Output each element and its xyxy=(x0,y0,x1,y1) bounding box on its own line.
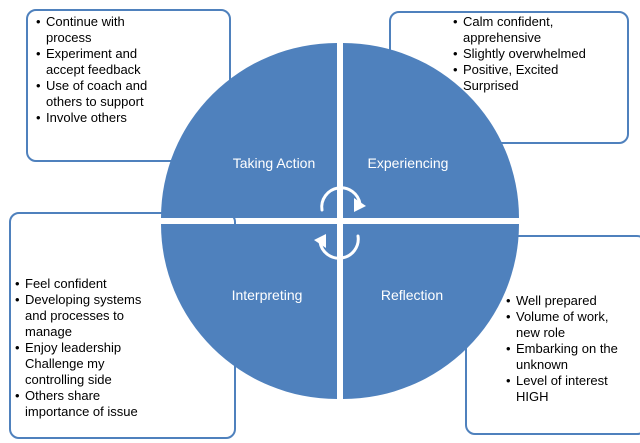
list-item-text: importance of issue xyxy=(25,404,138,419)
list-item-text: Feel confident xyxy=(25,276,107,291)
list-item-text: Surprised xyxy=(463,78,519,93)
bullet-icon: • xyxy=(15,340,20,355)
label-reflection: Reflection xyxy=(381,287,443,303)
bullet-icon: • xyxy=(15,276,20,291)
bullet-icon: • xyxy=(506,373,511,388)
list-item-text: Calm confident, xyxy=(463,14,553,29)
bullet-icon: • xyxy=(36,14,41,29)
list-item-text: controlling side xyxy=(25,372,112,387)
list-item-text: and processes to xyxy=(25,308,124,323)
bullet-icon: • xyxy=(453,46,458,61)
quadrant-taking-action xyxy=(161,43,337,218)
quadrant-reflection xyxy=(343,224,519,399)
list-item-text: apprehensive xyxy=(463,30,541,45)
list-item-text: Experiment and xyxy=(46,46,137,61)
list-item-text: manage xyxy=(25,324,72,339)
bullet-icon: • xyxy=(506,341,511,356)
bullet-icon: • xyxy=(15,388,20,403)
circular-arrows-icon xyxy=(314,186,366,260)
list-item-text: Volume of work, xyxy=(516,309,609,324)
experiencing-list: • Calm confident,apprehensive • Slightly ov… xyxy=(453,14,586,93)
list-item-text: new role xyxy=(516,325,565,340)
list-item-text: Developing systems xyxy=(25,292,142,307)
label-interpreting: Interpreting xyxy=(232,287,303,303)
list-item-text: Positive, Excited xyxy=(463,62,558,77)
label-taking-action: Taking Action xyxy=(233,155,316,171)
list-item-text: unknown xyxy=(516,357,568,372)
list-item-text: Embarking on the xyxy=(516,341,618,356)
list-item-text: Level of interest xyxy=(516,373,608,388)
list-item-text: HIGH xyxy=(516,389,549,404)
quadrant-interpreting xyxy=(161,224,337,399)
label-experiencing: Experiencing xyxy=(368,155,449,171)
bullet-icon: • xyxy=(453,62,458,77)
bullet-icon: • xyxy=(36,78,41,93)
quadrant-experiencing xyxy=(343,43,519,218)
list-item-text: Use of coach and xyxy=(46,78,147,93)
bullet-icon: • xyxy=(15,292,20,307)
reflection-list: • Well prepared • Volume of work,new role • E… xyxy=(506,293,618,404)
list-item-text: accept feedback xyxy=(46,62,141,77)
bullet-icon: • xyxy=(36,110,41,125)
cycle-circle xyxy=(161,43,519,399)
bullet-icon: • xyxy=(36,46,41,61)
bullet-icon: • xyxy=(453,14,458,29)
list-item-text: others to support xyxy=(46,94,144,109)
list-item-text: Slightly overwhelmed xyxy=(463,46,586,61)
list-item-text: Well prepared xyxy=(516,293,597,308)
list-item-text: process xyxy=(46,30,92,45)
bullet-icon: • xyxy=(506,309,511,324)
list-item-text: Enjoy leadership xyxy=(25,340,121,355)
list-item-text: Others share xyxy=(25,388,100,403)
bullet-icon: • xyxy=(506,293,511,308)
list-item-text: Continue with xyxy=(46,14,125,29)
list-item-text: Involve others xyxy=(46,110,127,125)
list-item-text: Challenge my xyxy=(25,356,105,371)
